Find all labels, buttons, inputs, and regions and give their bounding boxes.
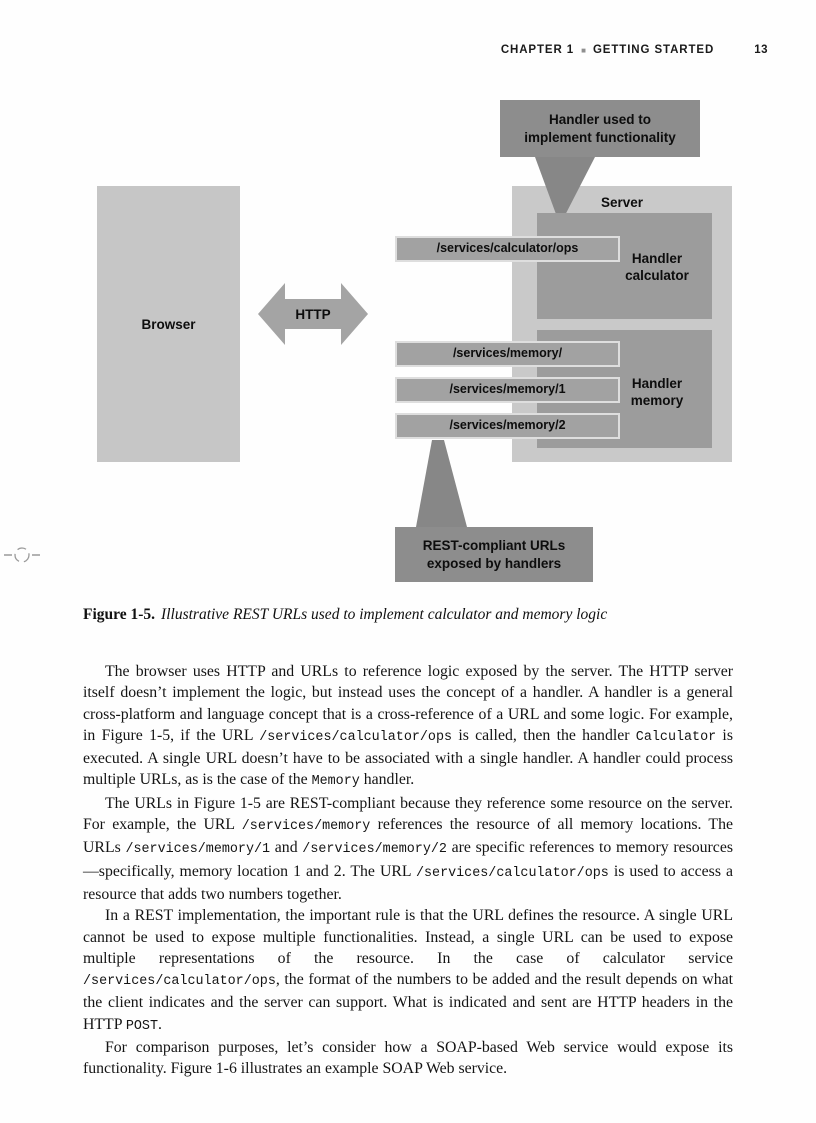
figure-caption-text: Illustrative REST URLs used to implement…: [161, 606, 608, 623]
chapter-title: GETTING STARTED: [592, 44, 715, 56]
registration-mark-icon: [4, 547, 40, 563]
handler-calculator-label: Handler calculator: [597, 250, 717, 284]
top-callout-line2: implement functionality: [524, 129, 676, 145]
text-run: In a REST implementation, the important …: [83, 907, 733, 967]
handler-memory-line2: memory: [630, 393, 684, 408]
code-run: /services/memory: [241, 819, 371, 835]
text-run: is called, then the handler: [452, 726, 636, 744]
url-memory-2: /services/memory/2: [395, 413, 620, 439]
figure-caption: Figure 1-5. Illustrative REST URLs used t…: [83, 606, 743, 624]
code-run: Memory: [311, 774, 360, 790]
body-paragraph-4: For comparison purposes, let’s consider …: [83, 1037, 733, 1080]
chapter-label: CHAPTER 1: [500, 44, 575, 56]
top-callout-line1: Handler used to: [548, 112, 651, 127]
text-run: is used to access a resource that adds t…: [83, 862, 734, 903]
server-label: Server: [600, 195, 644, 210]
text-run: The browser uses HTTP and URLs to refere…: [83, 663, 733, 744]
figure-1-5-diagram: Handler used to implement functionality …: [97, 100, 732, 582]
text-run: references the resource of all memory lo…: [83, 816, 733, 857]
top-callout: Handler used to implement functionality: [500, 100, 700, 157]
url-memory-root: /services/memory/: [395, 341, 620, 367]
bottom-callout-line1: REST-compliant URLs: [422, 538, 566, 553]
body-text: The browser uses HTTP and URLs to refere…: [83, 661, 733, 1080]
url-memory-1: /services/memory/1: [395, 377, 620, 403]
page-header: CHAPTER 1 ■ GETTING STARTED 13: [501, 44, 768, 56]
code-run: POST: [125, 1018, 159, 1034]
code-run: /services/memory/2: [302, 842, 447, 858]
body-paragraph-2: The URLs in Figure 1-5 are REST-complian…: [83, 793, 733, 905]
code-run: Calculator: [635, 729, 717, 745]
text-run: is executed. A single URL doesn’t have t…: [83, 726, 733, 789]
text-run: handler.: [359, 771, 415, 789]
page-number: 13: [754, 44, 768, 56]
handler-calculator-line1: Handler: [631, 251, 683, 266]
text-run: The URLs in Figure 1-5 are REST-complian…: [83, 794, 733, 834]
callout-down-arrow-icon: [535, 157, 595, 225]
text-run: and: [270, 839, 303, 857]
url-calculator-ops: /services/calculator/ops: [395, 236, 620, 262]
handler-memory-label: Handler memory: [597, 375, 717, 409]
text-run: .: [158, 1015, 162, 1033]
bottom-callout: REST-compliant URLs exposed by handlers: [395, 527, 593, 582]
body-paragraph-1: The browser uses HTTP and URLs to refere…: [83, 661, 733, 793]
text-run: are specific references to memory resour…: [83, 839, 733, 880]
figure-caption-label: Figure 1-5.: [83, 606, 156, 623]
square-separator-icon: ■: [581, 46, 586, 55]
code-run: /services/memory/1: [125, 842, 271, 858]
callout-up-arrow-icon: [416, 440, 467, 527]
bottom-callout-line2: exposed by handlers: [426, 555, 562, 571]
browser-label: Browser: [141, 316, 196, 332]
body-paragraph-3: In a REST implementation, the important …: [83, 905, 733, 1037]
handler-calculator-box: Handler calculator: [537, 213, 712, 319]
text-run: For comparison purposes, let’s consider …: [83, 1039, 733, 1078]
handler-memory-line1: Handler: [631, 376, 683, 391]
code-run: /services/calculator/ops: [259, 729, 453, 745]
handler-calculator-line2: calculator: [625, 268, 689, 283]
code-run: /services/calculator/ops: [415, 865, 609, 881]
browser-box: Browser: [97, 186, 240, 462]
http-double-arrow-icon: [258, 283, 368, 345]
http-label: HTTP: [295, 306, 331, 322]
text-run: , the format of the numbers to be added …: [83, 971, 733, 1033]
code-run: /services/calculator/ops: [83, 974, 276, 990]
